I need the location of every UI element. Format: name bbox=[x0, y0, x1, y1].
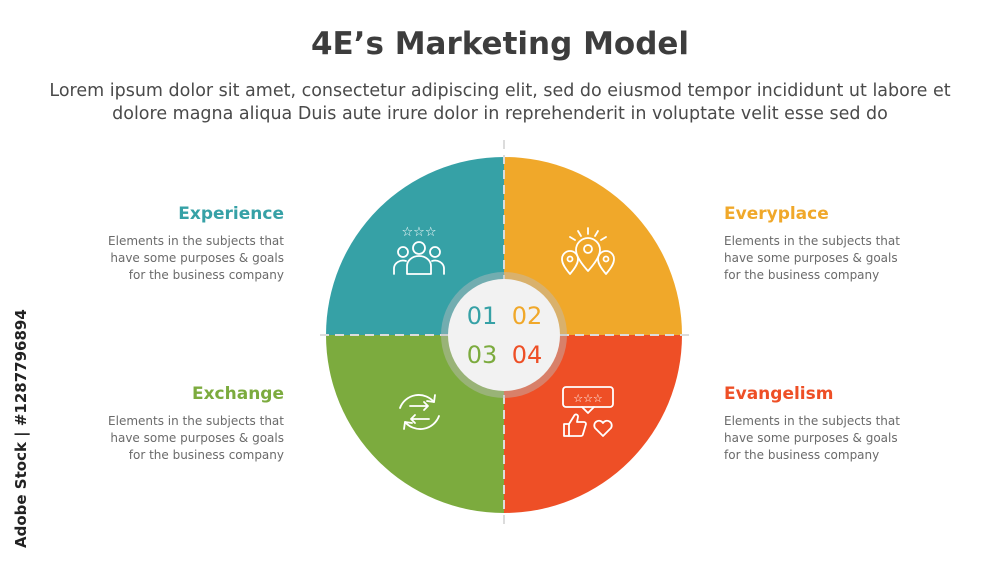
number-04: 04 bbox=[512, 341, 543, 369]
number-01: 01 bbox=[467, 302, 498, 330]
four-quadrant-circle-diagram: 01 02 03 04 ☆☆☆ ☆☆☆ bbox=[320, 140, 690, 530]
quadrant-evangelism bbox=[504, 335, 682, 513]
number-02: 02 bbox=[512, 302, 543, 330]
svg-text:☆☆☆: ☆☆☆ bbox=[573, 392, 603, 405]
quadrant-experience bbox=[326, 157, 504, 335]
label-description: Elements in the subjects that have some … bbox=[724, 234, 900, 282]
label-description: Elements in the subjects that have some … bbox=[724, 414, 900, 462]
exchange-arrows-icon bbox=[399, 394, 440, 430]
location-pins-icon bbox=[561, 227, 615, 275]
quadrant-exchange bbox=[326, 335, 504, 513]
label-description: Elements in the subjects that have some … bbox=[108, 234, 284, 282]
quadrant-everyplace bbox=[504, 157, 682, 335]
label-experience: Experience Elements in the subjects that… bbox=[44, 204, 284, 284]
number-03: 03 bbox=[467, 341, 498, 369]
label-title: Experience bbox=[178, 204, 284, 224]
label-evangelism: Evangelism Elements in the subjects that… bbox=[724, 384, 964, 464]
page-title: 4E’s Marketing Model bbox=[310, 26, 690, 62]
people-rating-icon: ☆☆☆ bbox=[393, 225, 445, 275]
label-title: Exchange bbox=[191, 384, 284, 404]
center-hub bbox=[448, 279, 560, 391]
label-exchange: Exchange Elements in the subjects that h… bbox=[44, 384, 284, 464]
label-title: Evangelism bbox=[724, 384, 834, 404]
review-like-heart-icon: ☆☆☆ bbox=[562, 386, 614, 437]
label-everyplace: Everyplace Elements in the subjects that… bbox=[724, 204, 964, 284]
label-title: Everyplace bbox=[724, 204, 829, 224]
stock-credit: Adobe Stock | #1287796894 bbox=[12, 309, 30, 548]
label-description: Elements in the subjects that have some … bbox=[108, 414, 284, 462]
svg-text:☆☆☆: ☆☆☆ bbox=[402, 225, 437, 240]
page-subtitle: Lorem ipsum dolor sit amet, consectetur … bbox=[49, 81, 951, 124]
